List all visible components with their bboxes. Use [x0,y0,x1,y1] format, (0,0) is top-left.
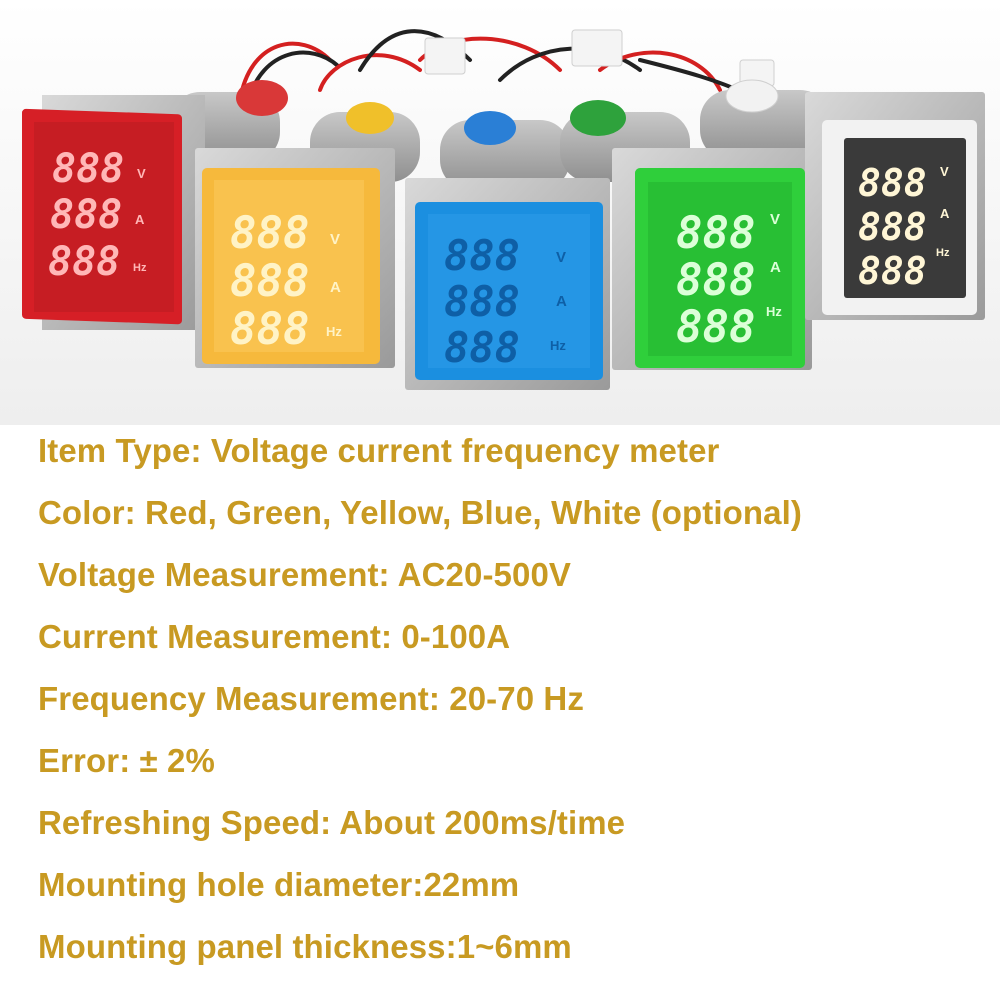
unit-label: V [940,164,949,179]
spec-frequency: Frequency Measurement: 20-70 Hz [38,680,584,717]
spec-item-type: Item Type: Voltage current frequency met… [38,432,720,469]
meter-white [805,92,985,320]
spec-error: Error: ± 2% [38,742,215,779]
unit-label: A [556,293,567,310]
unit-label: V [556,249,566,266]
wires [238,29,762,104]
digits-row: 888 [444,231,520,280]
digits-row: 888 [444,323,520,372]
product-photo: 888 888 888 V A Hz 888 888 888 V A Hz 88… [0,0,1000,425]
meter-red [22,95,205,330]
meter-green [612,148,812,370]
display-red: 888 888 888 V A Hz [48,146,147,285]
digits-row: 888 [50,192,122,238]
digits-row: 888 [858,161,927,205]
display-blue: 888 888 888 V A Hz [444,231,567,372]
unit-label: V [137,166,146,181]
unit-label: Hz [766,304,782,319]
spec-list: Item Type: Voltage current frequency met… [38,428,988,986]
unit-label: A [330,279,341,296]
unit-label: V [330,231,340,248]
digits-row: 888 [52,146,124,192]
unit-label: A [940,206,950,221]
spec-voltage: Voltage Measurement: AC20-500V [38,556,572,593]
digits-row: 888 [48,239,120,285]
digits-row: 888 [676,208,755,259]
meter-blue [405,178,610,390]
display-green: 888 888 888 V A Hz [676,208,782,353]
digits-row: 888 [676,255,755,306]
digits-row: 888 [230,256,309,307]
meters-illustration: 888 888 888 V A Hz 888 888 888 V A Hz 88… [0,0,1000,425]
meter-yellow [195,148,395,368]
unit-label: A [135,212,145,227]
unit-label: A [770,259,781,276]
spec-color: Color: Red, Green, Yellow, Blue, White (… [38,494,802,531]
spec-current: Current Measurement: 0-100A [38,618,511,655]
spec-panel-thickness: Mounting panel thickness:1~6mm [38,928,572,965]
digits-row: 888 [230,208,309,259]
spec-refresh-speed: Refreshing Speed: About 200ms/time [38,804,626,841]
spec-hole-diameter: Mounting hole diameter:22mm [38,866,520,903]
connectors [424,29,775,87]
digits-row: 888 [858,205,927,249]
digits-row: 888 [444,277,520,326]
unit-label: Hz [326,324,342,339]
unit-label: Hz [133,262,147,274]
display-white: 888 888 888 V A Hz [858,161,950,293]
digits-row: 888 [230,304,309,355]
display-yellow: 888 888 888 V A Hz [230,208,342,355]
unit-label: Hz [550,338,566,353]
digits-row: 888 [676,302,755,353]
unit-label: V [770,211,780,228]
unit-label: Hz [936,247,950,259]
digits-row: 888 [858,249,927,293]
